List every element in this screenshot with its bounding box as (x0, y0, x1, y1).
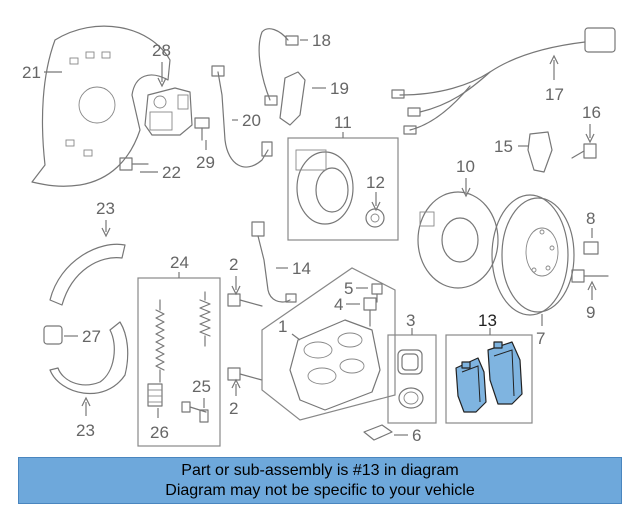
callout-24: 24 (170, 253, 189, 272)
banner-line-2: Diagram may not be specific to your vehi… (165, 481, 475, 499)
part-7-rotor (491, 194, 575, 316)
callout-6: 6 (412, 426, 421, 445)
callout-21: 21 (22, 63, 41, 82)
part-18-brake-hose (258, 28, 299, 106)
callout-5: 5 (344, 279, 353, 298)
callout-3: 3 (406, 311, 415, 330)
part-19-bracket (279, 71, 306, 126)
callout-22: 22 (162, 163, 181, 182)
callout-14: 14 (292, 259, 311, 278)
callout-16: 16 (582, 103, 601, 122)
callout-18: 18 (312, 31, 331, 50)
banner-line-1: Part or sub-assembly is #13 in diagram (181, 461, 459, 479)
part-24-springs (155, 291, 211, 383)
parts-diagram: 21 28 29 22 20 18 19 (22, 25, 616, 447)
part-1-caliper (289, 319, 381, 411)
callout-1: 1 (278, 317, 287, 336)
callout-19: 19 (330, 79, 349, 98)
part-25-pin (181, 401, 209, 423)
part-1-caliper-box (261, 267, 396, 421)
part-20-brake-line (211, 65, 273, 168)
callout-13: 13 (478, 311, 497, 330)
part-2-bolt-lower (227, 367, 263, 381)
part-5-bleeder (371, 283, 383, 303)
part-23-shoe-lower (49, 321, 129, 395)
info-banner: Part or sub-assembly is #13 in diagram D… (18, 457, 622, 504)
callout-27: 27 (82, 327, 101, 346)
callout-17: 17 (545, 85, 564, 104)
part-17-sensor-harness (391, 27, 616, 135)
callout-15: 15 (494, 137, 513, 156)
part-14-wear-sensor (251, 221, 297, 303)
callout-8: 8 (586, 209, 595, 228)
part-23-shoe-upper (49, 243, 126, 306)
part-15-speed-sensor (527, 131, 553, 173)
callout-23-upper: 23 (96, 199, 115, 218)
part-8-nut (583, 241, 599, 255)
callout-12: 12 (366, 173, 385, 192)
callout-9: 9 (586, 303, 595, 322)
part-13-brake-pads (455, 341, 523, 413)
part-27-adjuster (43, 325, 63, 345)
callout-11: 11 (334, 113, 352, 132)
callout-10: 10 (456, 157, 475, 176)
part-28-actuator (144, 87, 193, 136)
part-4-cap (363, 297, 377, 327)
callout-4: 4 (334, 295, 343, 314)
part-22-bolt (119, 157, 149, 171)
callout-25: 25 (192, 377, 211, 396)
part-21-backing-plate (31, 25, 171, 187)
part-26-spring (147, 383, 163, 407)
callout-2-lower: 2 (229, 399, 238, 418)
part-13-pad-box (445, 334, 533, 424)
part-10-hub (417, 191, 499, 289)
part-16-bolt (571, 143, 597, 159)
callout-7: 7 (536, 329, 545, 348)
part-3-seals (397, 349, 424, 409)
callout-20: 20 (242, 111, 261, 130)
part-6-clip (363, 424, 393, 441)
callout-26: 26 (150, 423, 169, 442)
part-12-seal (365, 208, 385, 228)
callout-28: 28 (152, 41, 171, 60)
part-2-bolt-upper (227, 293, 263, 307)
part-29-bolt (194, 117, 210, 141)
part-9-bolt (571, 269, 609, 283)
callout-23-lower: 23 (76, 421, 95, 440)
callout-29: 29 (196, 153, 215, 172)
callout-2-upper: 2 (229, 255, 238, 274)
part-11-wheel-bearing (295, 149, 354, 225)
